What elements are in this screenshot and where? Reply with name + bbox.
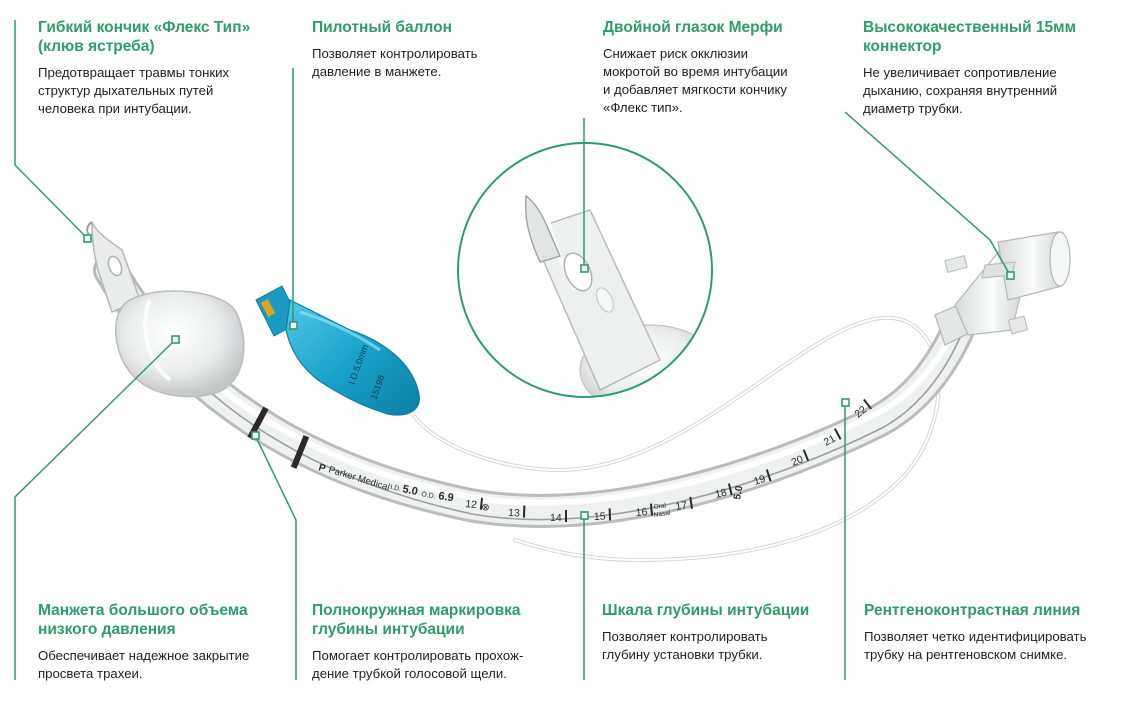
depth-scale-tick: [479, 497, 484, 510]
callout-text: Позволяет четко идентифицировать трубку …: [864, 629, 1087, 662]
depth-scale-number: 12: [465, 498, 478, 511]
callout-text: Позволяет контролировать давление в манж…: [312, 46, 478, 79]
pilot-balloon: I.D.5.0mm 15198: [255, 285, 420, 416]
callout-anchors: [83, 234, 1015, 520]
callout-title: Пилотный баллон: [312, 19, 452, 36]
callout-cuff: Манжета большого объема низкого давления…: [38, 601, 298, 683]
murphy-eye-magnifier: [457, 142, 713, 398]
depth-scale-number: 20: [790, 453, 805, 469]
callout-title: Полнокружная маркировка глубины интубаци…: [312, 602, 521, 638]
depth-scale-tick: [834, 428, 842, 440]
callout-text: Снижает риск окклюзии мокротой во время …: [603, 46, 788, 115]
depth-scale-tick: [522, 505, 526, 518]
depth-scale-tick: [765, 469, 772, 482]
callout-murphy-eye: Двойной глазок Мерфи Снижает риск окклюз…: [603, 18, 843, 117]
callout-pilot-balloon: Пилотный баллон Позволяет контролировать…: [312, 18, 552, 81]
depth-scale-tick: [689, 496, 693, 509]
flex-tip: [86, 221, 141, 314]
callout-text: Позволяет контролировать глубину установ…: [602, 629, 768, 662]
callout-text: Помогает контролировать прохож- дение тр…: [312, 648, 524, 681]
callout-flex-tip: Гибкий кончик «Флекс Тип» (клюв ястреба)…: [38, 18, 298, 118]
callout-text: Обеспечивает надежное закрытие просвета …: [38, 648, 250, 681]
tube-id-label: I.D.: [390, 484, 402, 493]
depth-scale-number: 13: [508, 507, 520, 519]
depth-scale-number: 16: [635, 506, 648, 519]
tube-od-label: O.D.: [421, 491, 436, 500]
depth-scale-number: 18: [714, 486, 728, 501]
depth-scale-number: 15: [594, 511, 606, 523]
callout-title: Шкала глубины интубации: [602, 602, 810, 619]
callout-title: Гибкий кончик «Флекс Тип» (клюв ястреба): [38, 19, 251, 55]
depth-scale-tick: [727, 483, 733, 496]
depth-ring-2: [290, 435, 310, 469]
depth-scale-number: 14: [550, 512, 562, 524]
tube-size-mark: 5.0: [732, 484, 745, 500]
callout-title: Манжета большого объема низкого давления: [38, 602, 248, 638]
depth-scale-tick: [802, 449, 810, 462]
tube-oral: Oral: [653, 502, 667, 511]
tube-symbol-icon: ⊗: [481, 502, 490, 514]
callout-title: Двойной глазок Мерфи: [603, 19, 783, 36]
connector-15mm: [934, 231, 1071, 346]
leader-lines: [14, 20, 1011, 680]
callout-text: Не увеличивает сопротивление дыханию, со…: [863, 65, 1058, 116]
depth-scale-number: 17: [675, 499, 688, 513]
depth-scale-tick: [565, 510, 567, 522]
tube-od-value: 6.9: [438, 490, 455, 504]
depth-scale-number: 21: [822, 432, 838, 448]
callout-radiopaque-line: Рентгеноконтрастная линия Позволяет четк…: [864, 601, 1134, 664]
brand-logo-icon: P: [317, 462, 327, 475]
depth-scale-number: 19: [752, 473, 767, 488]
callout-text: Предотвращает травмы тонких структур дых…: [38, 65, 230, 116]
tube-nasal: Nasal: [653, 510, 671, 519]
callout-title: Высококачественный 15мм коннектор: [863, 19, 1077, 55]
callout-connector: Высококачественный 15мм коннектор Не уве…: [863, 18, 1133, 118]
depth-scale-tick: [863, 398, 873, 410]
depth-scale-tick: [649, 503, 654, 516]
callout-title: Рентгеноконтрастная линия: [864, 602, 1081, 619]
murphy-eye: [107, 255, 123, 277]
tube-id-value: 5.0: [401, 483, 418, 498]
callout-depth-scale: Шкала глубины интубации Позволяет контро…: [602, 601, 842, 664]
callout-full-ring-marking: Полнокружная маркировка глубины интубаци…: [312, 601, 572, 683]
depth-scale-tick: [608, 508, 612, 521]
